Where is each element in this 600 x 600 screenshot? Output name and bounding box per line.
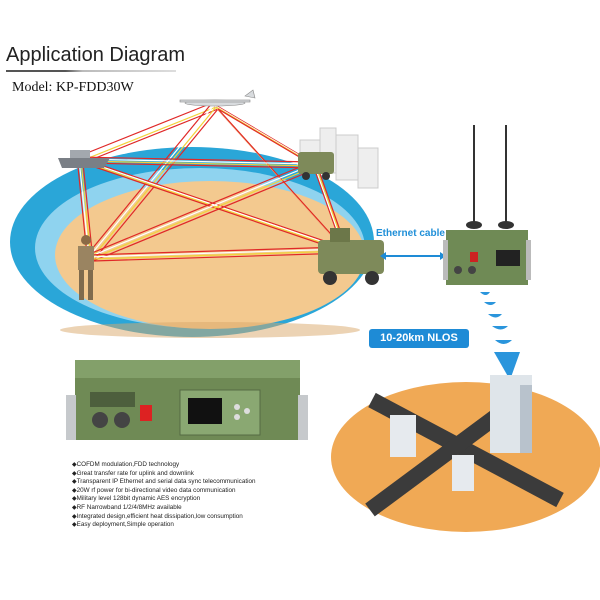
radio-link-line	[80, 106, 217, 162]
radio-link-line	[88, 248, 345, 258]
armored-vehicle-icon	[318, 228, 384, 285]
radio-link-line	[92, 167, 319, 262]
radio-link-line	[82, 162, 319, 169]
feature-list: COFDM modulation,FDD technology Great tr…	[72, 461, 256, 530]
model-label: Model: KP-FDD30W	[12, 80, 134, 95]
soldier-icon	[78, 235, 94, 300]
feature-item: Transparent IP Ethernet and serial data …	[72, 478, 256, 487]
wireless-signal-arrow	[480, 292, 520, 380]
radio-link-line	[78, 158, 315, 165]
title-underline	[6, 70, 176, 72]
range-badge: 10-20km NLOS	[369, 329, 469, 348]
feature-item: 20W rf power for bi-directional video da…	[72, 487, 255, 496]
radio-link-line	[76, 102, 213, 158]
radio-links	[76, 102, 349, 262]
radio-device-icon	[443, 230, 531, 285]
radio-link-line	[90, 250, 347, 260]
ethernet-cable-label: Ethernet cable	[376, 228, 445, 239]
drone-icon	[179, 89, 256, 107]
page-title: Application Diagram	[6, 44, 185, 66]
vehicle-icon	[298, 152, 334, 180]
radio-link-line	[80, 160, 317, 167]
radio-link-line	[86, 246, 343, 256]
feature-item: Great transfer rate for uplink and downl…	[72, 470, 255, 479]
radio-link-line	[211, 102, 313, 163]
radio-link-line	[88, 104, 215, 258]
feature-item: Easy deployment,Simple operation	[72, 521, 255, 530]
feature-item: Integrated design,efficient heat dissipa…	[72, 513, 255, 522]
antenna-icon	[473, 125, 507, 222]
radio-link-line	[92, 252, 349, 262]
island-shadow	[60, 322, 360, 338]
radio-link-line	[82, 108, 219, 164]
radio-link-line	[76, 156, 313, 163]
feature-item: Military level 128bit dynamic AES encryp…	[72, 495, 255, 504]
radio-link-line	[88, 163, 315, 258]
feature-item: COFDM modulation,FDD technology	[72, 461, 255, 470]
radio-link-line	[78, 104, 215, 160]
radio-link-line	[86, 161, 313, 256]
radio-link-line	[90, 165, 317, 260]
radio-link-line	[76, 156, 343, 248]
building-icon	[390, 375, 532, 491]
ship-icon	[58, 150, 110, 168]
feature-item: RF Narrowband 1/2/4/8MHz available	[72, 504, 255, 513]
radio-device-front-view	[66, 360, 308, 440]
radio-link-line	[86, 102, 213, 256]
radio-link-line	[217, 108, 349, 254]
radio-link-line	[213, 104, 315, 165]
radio-link-line	[82, 162, 94, 262]
